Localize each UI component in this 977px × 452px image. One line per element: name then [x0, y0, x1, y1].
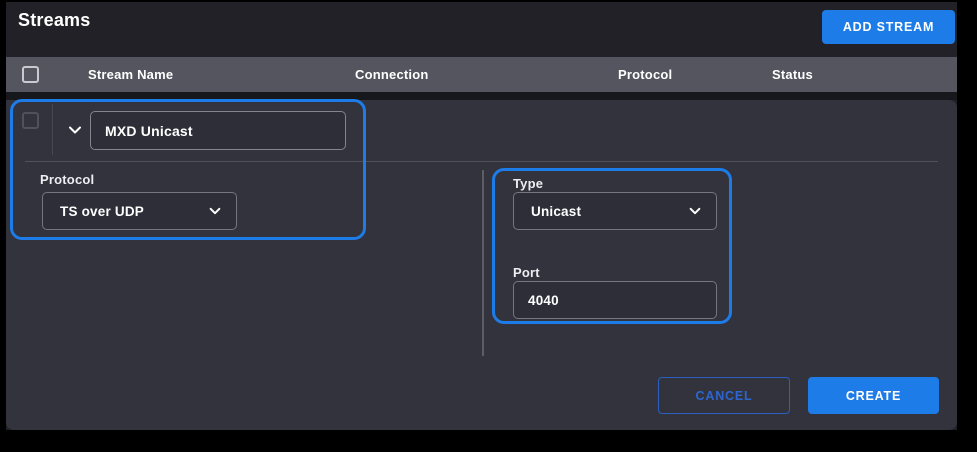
chevron-down-icon [208, 204, 222, 218]
add-stream-button[interactable]: ADD STREAM [822, 10, 955, 44]
chevron-down-icon [67, 122, 83, 138]
protocol-select[interactable]: TS over UDP [42, 192, 237, 230]
type-select[interactable]: Unicast [513, 192, 717, 230]
page-title: Streams [18, 10, 91, 30]
create-button[interactable]: CREATE [808, 377, 939, 414]
protocol-label: Protocol [40, 172, 95, 187]
column-header-protocol: Protocol [618, 67, 673, 82]
header-panel-gap [6, 92, 957, 100]
column-header-stream-name: Stream Name [88, 67, 174, 82]
content-area: Streams ADD STREAM Stream Name Connectio… [6, 2, 957, 430]
type-label: Type [513, 176, 544, 191]
expanded-stream-panel: Protocol TS over UDP Type Unicast [6, 99, 957, 430]
row-divider-line [52, 104, 53, 155]
cancel-button[interactable]: CANCEL [658, 377, 790, 414]
column-divider [482, 170, 484, 356]
port-input[interactable] [513, 281, 717, 319]
row-checkbox[interactable] [22, 112, 39, 129]
column-header-connection: Connection [355, 67, 429, 82]
table-header-row: Stream Name Connection Protocol Status [6, 57, 957, 92]
stream-name-input[interactable] [90, 111, 346, 150]
port-label: Port [513, 265, 540, 280]
column-header-status: Status [772, 67, 813, 82]
select-all-checkbox[interactable] [22, 66, 39, 83]
row-expander-button[interactable] [66, 121, 84, 139]
chevron-down-icon [688, 204, 702, 218]
row-separator [25, 161, 938, 162]
type-select-value: Unicast [531, 203, 582, 219]
protocol-select-value: TS over UDP [60, 203, 144, 219]
